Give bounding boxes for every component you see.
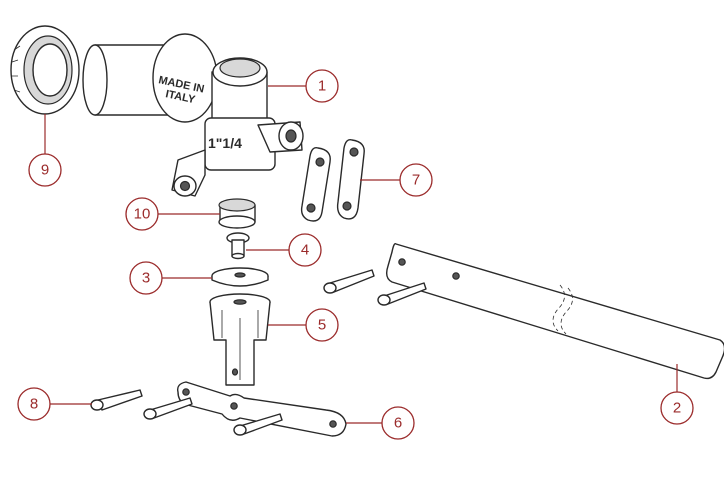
part-6-lever	[176, 381, 347, 437]
callout-9: 9	[28, 153, 62, 187]
callout-10: 10	[125, 197, 159, 231]
part-4-pin	[226, 232, 250, 260]
callout-4-label: 4	[301, 242, 309, 259]
callout-7: 7	[399, 163, 433, 197]
part-10-cap	[218, 198, 256, 229]
callout-lines	[44, 85, 678, 424]
callout-1-label: 1	[318, 78, 326, 95]
callout-3-label: 3	[142, 270, 150, 287]
callout-9-label: 9	[41, 162, 49, 179]
callout-10-label: 10	[134, 206, 151, 223]
callout-4: 4	[288, 233, 322, 267]
callout-8: 8	[17, 387, 51, 421]
part-2-bar	[385, 242, 724, 380]
callout-3: 3	[129, 261, 163, 295]
split-pins-bar	[323, 269, 427, 306]
size-text: 1"1/4	[208, 135, 242, 151]
part-8-split-pins	[90, 389, 283, 436]
callout-5: 5	[305, 308, 339, 342]
part-9-ring-nut	[10, 25, 80, 115]
part-7-links	[300, 138, 365, 222]
part-3-washer	[211, 267, 269, 287]
callout-8-label: 8	[30, 396, 38, 413]
callout-7-label: 7	[412, 172, 420, 189]
callout-2: 2	[660, 391, 694, 425]
callout-2-label: 2	[673, 400, 681, 417]
part-5-holder	[209, 293, 271, 386]
part-1-valve-body: MADE IN ITALY 1"1/4	[82, 33, 304, 197]
callout-6: 6	[381, 406, 415, 440]
callout-6-label: 6	[394, 415, 402, 432]
callout-1: 1	[305, 69, 339, 103]
callout-5-label: 5	[318, 317, 326, 334]
